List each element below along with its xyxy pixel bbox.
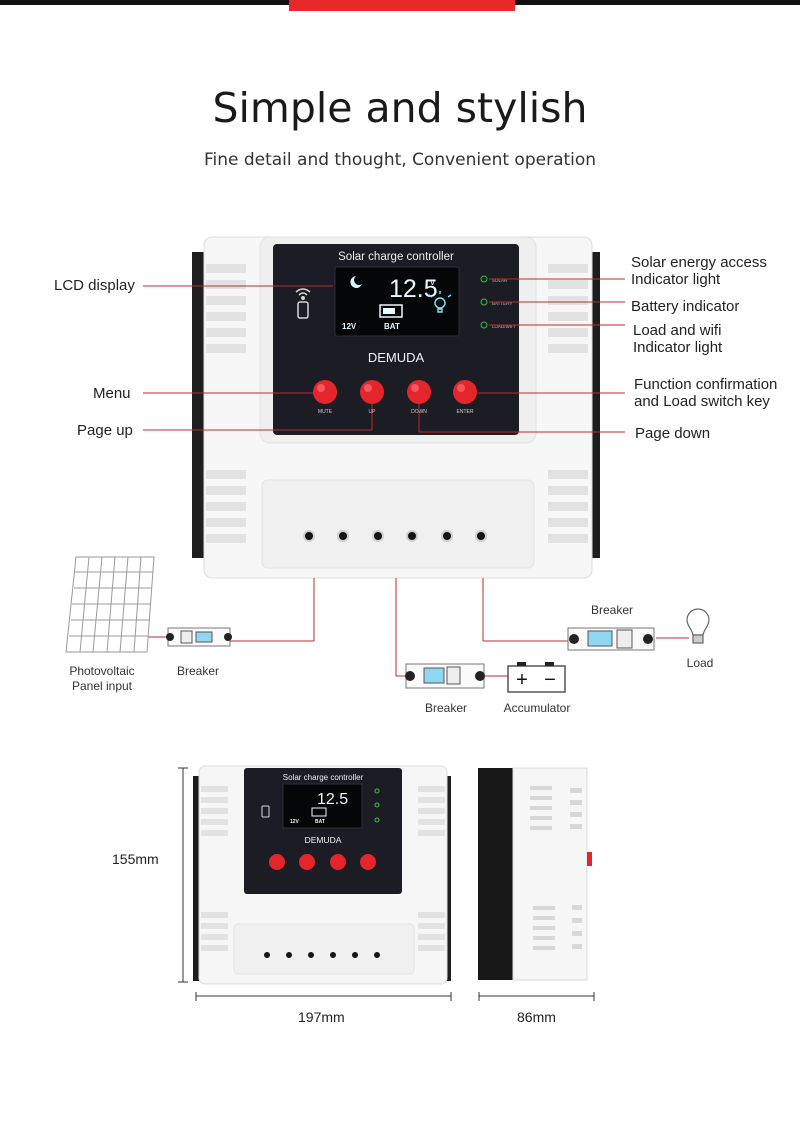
svg-text:BAT: BAT [315,819,325,825]
svg-text:DEMUDA: DEMUDA [305,835,342,845]
svg-text:MUTE: MUTE [318,409,333,415]
mute-button[interactable]: MUTE [313,380,337,415]
battery-icon [379,304,403,318]
bulb-icon [428,291,452,313]
svg-text:12V: 12V [290,819,300,825]
dimension-depth: 86mm [517,1009,556,1025]
breaker-pv-icon [166,627,232,647]
breaker-battery-icon [405,663,485,689]
callout-lcd-display: LCD display [54,277,135,294]
dimension-width: 197mm [298,1009,345,1025]
side-view-button [587,852,592,866]
callout-lines [143,278,689,677]
svg-text:ENTER: ENTER [457,409,474,415]
lcd-value: 12.5 [389,275,438,303]
side-view-vents [530,786,582,950]
label-breaker-load: Breaker [590,603,634,617]
page-title: Simple and stylish [212,84,588,132]
svg-text:+: + [516,669,528,691]
front-view-buttons [269,854,376,870]
label-breaker-battery: Breaker [424,701,468,715]
dimension-height: 155mm [112,851,159,867]
svg-text:−: − [544,669,556,691]
top-accent [289,0,515,11]
label-breaker-pv: Breaker [176,664,220,678]
front-view-leds [374,788,380,823]
front-view-back-left [193,776,202,981]
front-view-phone-icon [261,805,270,818]
front-view-back-right [445,776,451,981]
lcd-system: 12V [342,322,357,331]
solar-panel-icon [65,556,155,653]
lcd-unit: v [430,277,435,288]
led-label-battery: BATTERY [492,301,512,306]
callout-page-up: Page up [77,422,133,439]
side-view-heatsink [478,768,514,980]
page-subtitle: Fine detail and thought, Convenient oper… [203,150,597,170]
dimension-lines [178,767,595,1001]
callout-battery-indicator: Battery indicator [631,298,740,315]
label-load: Load [686,656,714,670]
vent-fins-right-top [548,264,588,353]
front-view-lcd [282,783,363,829]
callout-menu: Menu [93,385,131,402]
indicator-leds: SOLAR BATTERY LOAD/WIFI [480,275,515,329]
lcd-battery: BAT [384,322,400,331]
phone-icon [297,301,309,319]
terminal-screws [303,530,487,542]
front-view-fins [201,786,445,951]
led-label-solar: SOLAR [492,278,508,283]
label-accumulator: Accumulator [503,701,571,715]
svg-text:12.5: 12.5 [317,791,348,808]
front-view-terminals [264,952,380,958]
enter-button[interactable]: ENTER [453,380,477,415]
lcd-screen [334,266,460,337]
terminal-block [261,479,535,569]
accumulator-icon: + − [507,662,566,693]
callout-page-down: Page down [635,425,711,442]
panel-title: Solar charge controller [338,251,454,263]
vent-fins-left-top [206,264,246,353]
breaker-load-icon [567,627,655,651]
vent-fins-left-bottom [206,470,246,543]
moon-icon [350,276,362,288]
front-view-title: Solar charge controller [283,773,364,782]
brand-logo: DEMUDA [368,350,425,365]
vent-fins-right-bottom [548,470,588,543]
wifi-icon [295,288,311,300]
light-bulb-icon [686,608,710,644]
led-label-load: LOAD/WIFI [492,324,515,329]
